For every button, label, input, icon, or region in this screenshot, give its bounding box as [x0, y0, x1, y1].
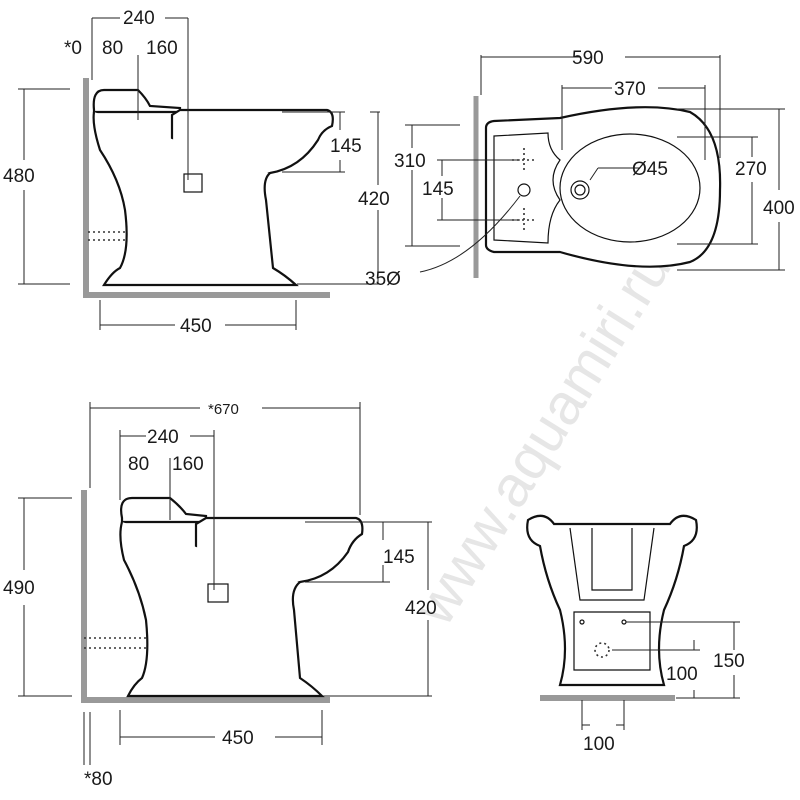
dim-420: 420 [405, 598, 437, 619]
dim-wall-gap: *0 [64, 38, 82, 59]
bidet-pedestal [119, 521, 325, 698]
dim-400: 400 [763, 198, 795, 219]
dim-310: 310 [394, 151, 426, 172]
dim-590: 590 [572, 48, 604, 69]
bidet-back [92, 88, 182, 114]
dim-160: 160 [172, 454, 204, 475]
optional-tap-holes [512, 148, 536, 232]
dim-150: 150 [713, 651, 745, 672]
dim-270: 270 [735, 159, 767, 180]
dim-drain-diameter: Ø45 [632, 159, 668, 180]
dim-100-width: 100 [583, 734, 615, 755]
dim-490: 490 [3, 578, 35, 599]
side-view-bottom: *670 240 80 160 490 145 420 450 *80 [3, 401, 437, 790]
tap-hole [517, 183, 531, 197]
drain-hole [570, 180, 590, 200]
side-view-top: 240 *0 80 160 480 145 420 450 [3, 8, 390, 337]
wall-and-floor [83, 78, 330, 298]
dimension-lines [405, 55, 785, 273]
bidet-back [120, 496, 208, 524]
drain-outlet [594, 642, 610, 658]
dim-145: 145 [330, 136, 362, 157]
outlet [207, 583, 229, 603]
dim-420: 420 [358, 189, 390, 210]
dimension-lines [18, 17, 380, 330]
dim-100-height: 100 [666, 664, 698, 685]
plan-view: 590 370 310 145 Ø45 270 400 35Ø [365, 48, 795, 290]
bidet-pedestal [92, 111, 299, 287]
dim-145: 145 [383, 547, 415, 568]
dimension-lines [18, 402, 432, 765]
dim-tap-hole: 35Ø [365, 269, 401, 290]
dim-450: 450 [222, 728, 254, 749]
dim-80: 80 [102, 38, 123, 59]
dimension-lines [581, 621, 740, 730]
drain-inner [574, 184, 586, 196]
outlet [183, 173, 203, 193]
bowl-opening [559, 133, 701, 243]
pedestal-panel [573, 611, 651, 671]
bowl-interior [569, 527, 655, 601]
fixing-left [579, 619, 585, 625]
wall-and-floor [81, 490, 330, 703]
dim-480: 480 [3, 166, 35, 187]
dim-160: 160 [146, 38, 178, 59]
bidet-outline [484, 106, 722, 268]
dim-240: 240 [147, 427, 179, 448]
dim-145: 145 [422, 179, 454, 200]
dim-240: 240 [123, 8, 155, 29]
deck [493, 132, 561, 244]
dim-wall-gap: *80 [84, 769, 113, 790]
dim-370: 370 [614, 79, 646, 100]
dim-450: 450 [180, 316, 212, 337]
dim-80: 80 [128, 454, 149, 475]
dim-670: *670 [208, 401, 239, 418]
front-view: 100 150 100 [526, 514, 745, 755]
